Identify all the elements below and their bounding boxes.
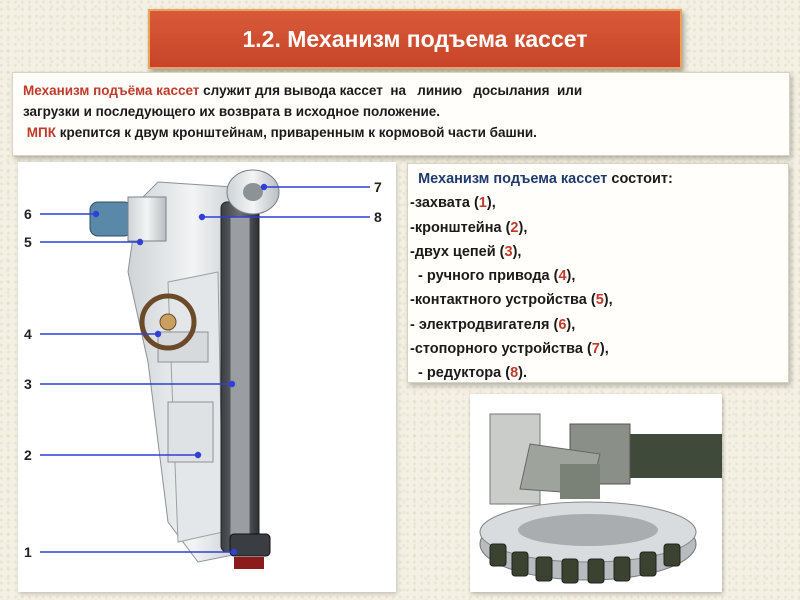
components-heading-highlight: Механизм подъема кассет [418,171,608,187]
component-item-end: ), [599,341,609,358]
component-item-end: ). [518,365,528,382]
component-item-7: -стопорного устройства (7), [410,337,788,361]
component-item-3: -двух цепей (3), [410,240,788,264]
intro-line-1: Механизм подъёма кассет служит для вывод… [23,80,779,101]
component-item-end: ), [603,292,613,309]
component-item-text: -кронштейна ( [410,219,511,236]
mechanism-illustration [89,169,280,569]
components-list-box: Механизм подъема кассет состоит: -захват… [407,163,789,383]
component-item-text: -стопорного устройства ( [410,341,592,358]
intro-line-3: МПК крепится к двум кронштейнам, приваре… [23,122,779,143]
component-item-number: 8 [510,365,519,382]
component-item-text: - редуктора ( [410,365,511,382]
callout-label-8: 8 [374,209,382,225]
callout-label-5: 5 [24,234,32,250]
mechanism-diagram: 1 2 3 4 5 6 7 8 [18,162,396,592]
component-item-text: -двух цепей ( [410,243,505,260]
components-heading: Механизм подъема кассет состоит: [410,167,788,191]
component-item-number: 5 [595,292,604,309]
title-banner: 1.2. Механизм подъема кассет [148,9,682,69]
component-item-1: -захвата (1), [410,191,788,215]
component-item-number: 6 [558,316,567,333]
component-item-2: -кронштейна (2), [410,216,788,240]
component-item-end: ), [486,195,496,212]
component-item-text: - ручного привода ( [410,268,559,285]
component-item-text: - электродвигателя ( [410,316,559,333]
component-item-5: -контактного устройства (5), [410,288,788,312]
component-item-number: 3 [504,243,513,260]
component-item-number: 4 [558,268,567,285]
component-item-6: - электродвигателя (6), [410,313,788,337]
component-item-number: 2 [510,219,519,236]
component-item-end: ), [566,316,576,333]
component-item-end: ), [518,219,528,236]
component-item-end: ), [566,268,576,285]
intro-line-1-rest: служит для вывода кассет на линию досыла… [199,83,583,98]
component-item-number: 7 [591,341,600,358]
mechanism-photo [470,394,722,592]
callout-label-2: 2 [24,447,32,463]
intro-text-box: Механизм подъёма кассет служит для вывод… [12,72,790,156]
component-item-text: -захвата ( [410,195,479,212]
callout-label-3: 3 [24,376,32,392]
intro-highlight-mpk: МПК [26,125,56,140]
callout-label-6: 6 [24,206,32,222]
component-item-number: 1 [478,195,487,212]
intro-line-2: загрузки и последующего их возврата в ис… [23,104,441,119]
mechanism-photo-svg [470,394,722,592]
component-item-end: ), [512,243,522,260]
mechanism-diagram-svg: 1 2 3 4 5 6 7 8 [24,169,382,569]
callout-label-1: 1 [24,544,32,560]
component-item-text: -контактного устройства ( [410,292,596,309]
component-item-8: - редуктора (8). [410,361,788,385]
component-item-4: - ручного привода (4), [410,264,788,288]
callout-label-4: 4 [24,326,32,342]
intro-highlight-mechanism: Механизм подъёма кассет [23,83,200,98]
components-heading-rest: состоит: [607,171,673,187]
callout-label-7: 7 [374,179,382,195]
page-title: 1.2. Механизм подъема кассет [242,25,588,52]
intro-line-3-rest: крепится к двум кронштейнам, приваренным… [55,125,537,140]
